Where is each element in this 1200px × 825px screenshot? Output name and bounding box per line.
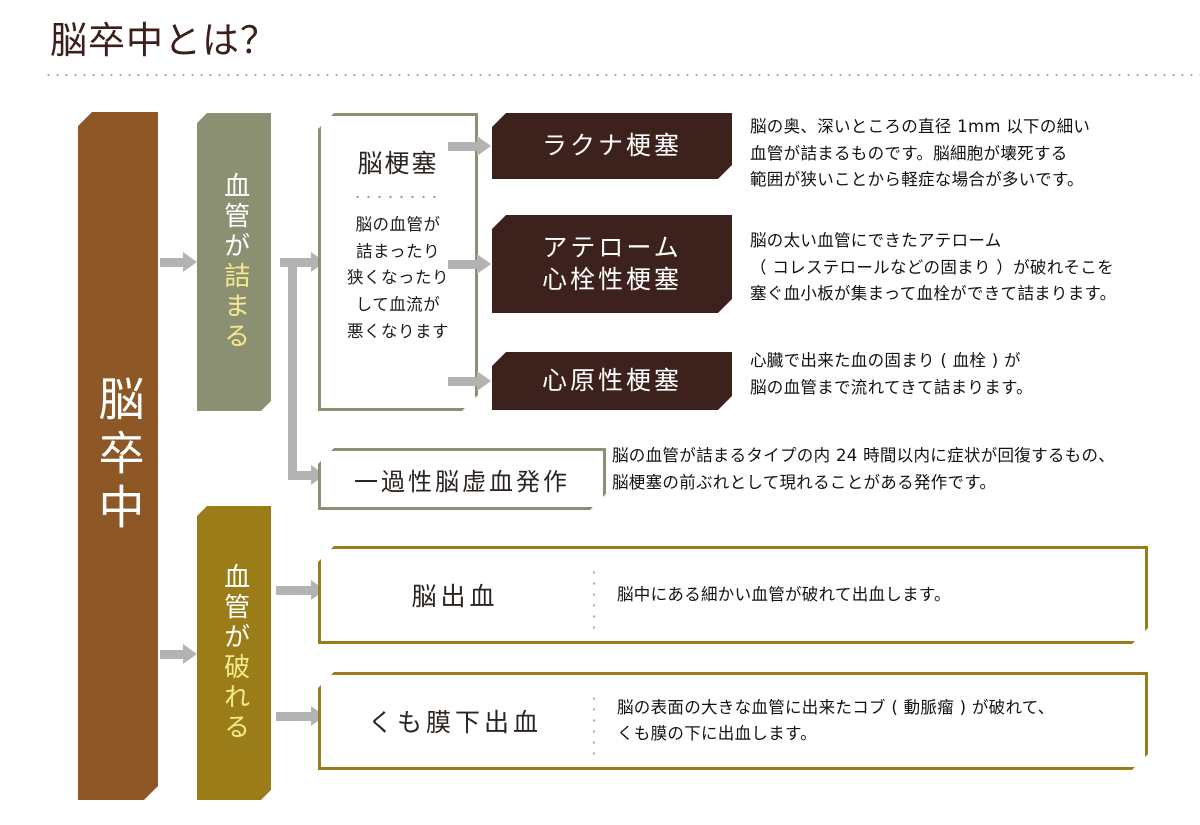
chip-cardiogenic-infarction: 心原性梗塞	[492, 352, 732, 410]
category-burst-label-primary: 血管が	[219, 563, 250, 653]
tia-box: 一過性脳虚血発作	[318, 448, 606, 510]
hemorrhage-cerebral-divider	[593, 567, 595, 629]
hemorrhage-box-subarachnoid: くも膜下出血 脳の表面の大きな血管に出来たコブ ( 動脈瘤 ) が破れて、 くも…	[318, 672, 1148, 770]
chip-atherothrombotic-label: アテローム 心栓性梗塞	[541, 232, 682, 294]
arrow-blocked-to-infarct	[280, 252, 325, 272]
hemorrhage-subarachnoid-divider	[593, 693, 595, 755]
description-lacunar: 脳の奥、深いところの直径 1mm 以下の細い 血管が詰まるものです。脳細胞が壊死…	[750, 117, 1091, 190]
trunk-label: 脳卒中	[91, 375, 146, 537]
infarct-description: 脳の血管が 詰まったり 狭くなったり して血流が 悪くなります	[347, 215, 449, 341]
chip-lacunar-infarction: ラクナ梗塞	[492, 113, 732, 179]
hemorrhage-cerebral-label: 脳出血	[411, 582, 499, 611]
title-divider	[44, 74, 1200, 76]
arrow-infarct-to-atheroma	[448, 254, 491, 274]
description-cardiogenic: 心臓で出来た血の固まり ( 血栓 ) が 脳の血管まで流れてきて詰まります。	[750, 351, 1033, 397]
arrow-burst-to-hemorrhage1	[276, 580, 325, 600]
infarct-title: 脳梗塞	[357, 149, 439, 178]
hemorrhage-subarachnoid-label: くも膜下出血	[367, 708, 542, 737]
hemorrhage-box-cerebral: 脳出血 脳中にある細かい血管が破れて出血します。	[318, 546, 1148, 644]
arrow-trunk-to-burst	[160, 644, 197, 664]
arrow-blocked-to-tia	[288, 465, 325, 485]
chip-cardiogenic-label: 心原性梗塞	[541, 365, 682, 395]
chip-atherothrombotic-infarction: アテローム 心栓性梗塞	[492, 215, 732, 313]
tia-label: 一過性脳虚血発作	[354, 467, 570, 496]
infarct-divider	[352, 196, 444, 198]
category-block-blocked-vessel: 血管が 詰まる	[197, 113, 271, 411]
arrow-burst-to-hemorrhage2	[276, 706, 325, 726]
trunk-block-stroke: 脳卒中	[78, 112, 158, 800]
category-block-burst-vessel: 血管が 破れる	[197, 506, 271, 800]
arrow-trunk-to-blocked	[160, 252, 197, 272]
category-blocked-label-accent: 詰まる	[219, 262, 250, 352]
page-title: 脳卒中とは？	[50, 19, 278, 62]
description-atherothrombotic: 脳の太い血管にできたアテローム （ コレステロールなどの固まり ）が破れそこを …	[750, 231, 1117, 304]
category-burst-label-accent: 破れる	[219, 653, 250, 743]
description-tia: 脳の血管が詰まるタイプの内 24 時間以内に症状が回復するもの、 脳梗塞の前ぶれ…	[612, 446, 1116, 492]
connector-blocked-vertical	[288, 258, 297, 480]
arrow-infarct-to-cardiogenic	[448, 371, 491, 391]
hemorrhage-cerebral-description: 脳中にある細かい血管が破れて出血します。	[617, 584, 951, 604]
arrow-infarct-to-lacunar	[448, 136, 491, 156]
hemorrhage-subarachnoid-description: 脳の表面の大きな血管に出来たコブ ( 動脈瘤 ) が破れて、 くも膜の下に出血し…	[617, 697, 1055, 743]
chip-lacunar-label: ラクナ梗塞	[541, 130, 682, 160]
category-blocked-label-primary: 血管が	[219, 172, 250, 262]
